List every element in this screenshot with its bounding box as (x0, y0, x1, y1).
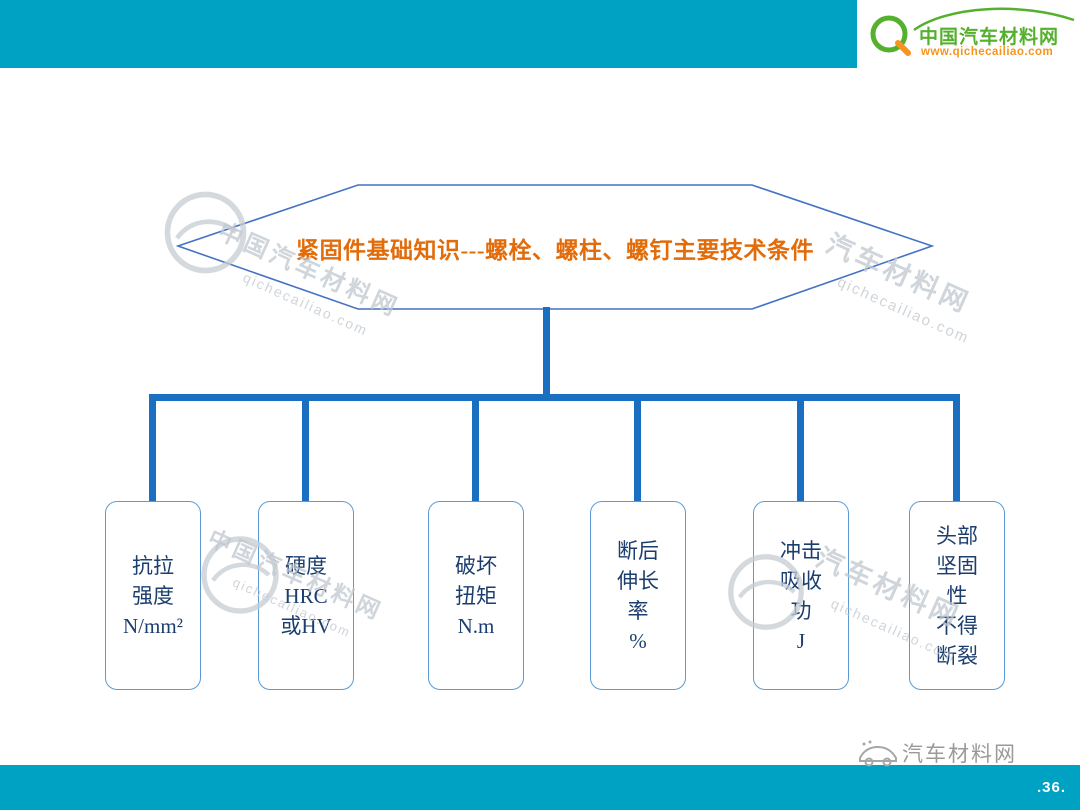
node-line: 吸收 (780, 568, 822, 593)
connector-stem (543, 307, 550, 398)
node-line: 或HV (280, 613, 332, 638)
node-line: 强度 (132, 583, 174, 608)
node-line: 抗拉 (132, 553, 174, 578)
node-line: 伸长 (617, 568, 659, 593)
connector-drop (634, 394, 641, 501)
node-impact-energy: 冲击 吸收 功 J (753, 501, 849, 690)
node-line: HRC (284, 583, 328, 608)
node-line: 不得 (936, 613, 978, 638)
node-line: 硬度 (285, 553, 327, 578)
node-tensile-strength: 抗拉 强度 N/mm² (105, 501, 201, 690)
connector-drop (302, 394, 309, 501)
site-logo: 中国汽车材料网 www.qichecailiao.com (857, 0, 1080, 68)
logo-car-swoosh-icon (913, 7, 1075, 32)
logo-title: 中国汽车材料网 (919, 27, 1060, 48)
connector-drop (953, 394, 960, 501)
connector-horizontal (149, 394, 960, 401)
node-head-soundness: 头部 坚固 性 不得 断裂 (909, 501, 1005, 690)
node-line: 断裂 (936, 643, 978, 668)
bottom-band (0, 765, 1080, 810)
node-line: J (796, 628, 806, 653)
page-number: .36. (1036, 779, 1066, 796)
connector-drop (149, 394, 156, 501)
node-hardness: 硬度 HRC 或HV (258, 501, 354, 690)
node-line: % (629, 628, 647, 653)
node-line: 断后 (617, 538, 659, 563)
node-breaking-torque: 破坏 扭矩 N.m (428, 501, 524, 690)
footer-car-icon (859, 740, 897, 767)
connector-drop (472, 394, 479, 501)
node-line: N.m (457, 613, 495, 638)
node-line: N/mm² (123, 613, 183, 638)
node-line: 性 (946, 583, 968, 608)
logo-url: www.qichecailiao.com (921, 46, 1054, 58)
footer-brand: 汽车材料网 (902, 743, 1017, 766)
node-line: 功 (790, 598, 812, 623)
node-line: 破坏 (455, 553, 497, 578)
connector-drop (797, 394, 804, 501)
node-line: 坚固 (936, 553, 978, 578)
logo-q-icon (870, 15, 911, 56)
node-elongation: 断后 伸长 率 % (590, 501, 686, 690)
node-line: 扭矩 (455, 583, 497, 608)
node-line: 冲击 (780, 538, 822, 563)
hexagon-shape (175, 184, 935, 310)
diagram-title: 紧固件基础知识---螺栓、螺柱、螺钉主要技术条件 (296, 238, 814, 263)
node-line: 率 (627, 598, 649, 623)
node-line: 头部 (936, 523, 978, 548)
